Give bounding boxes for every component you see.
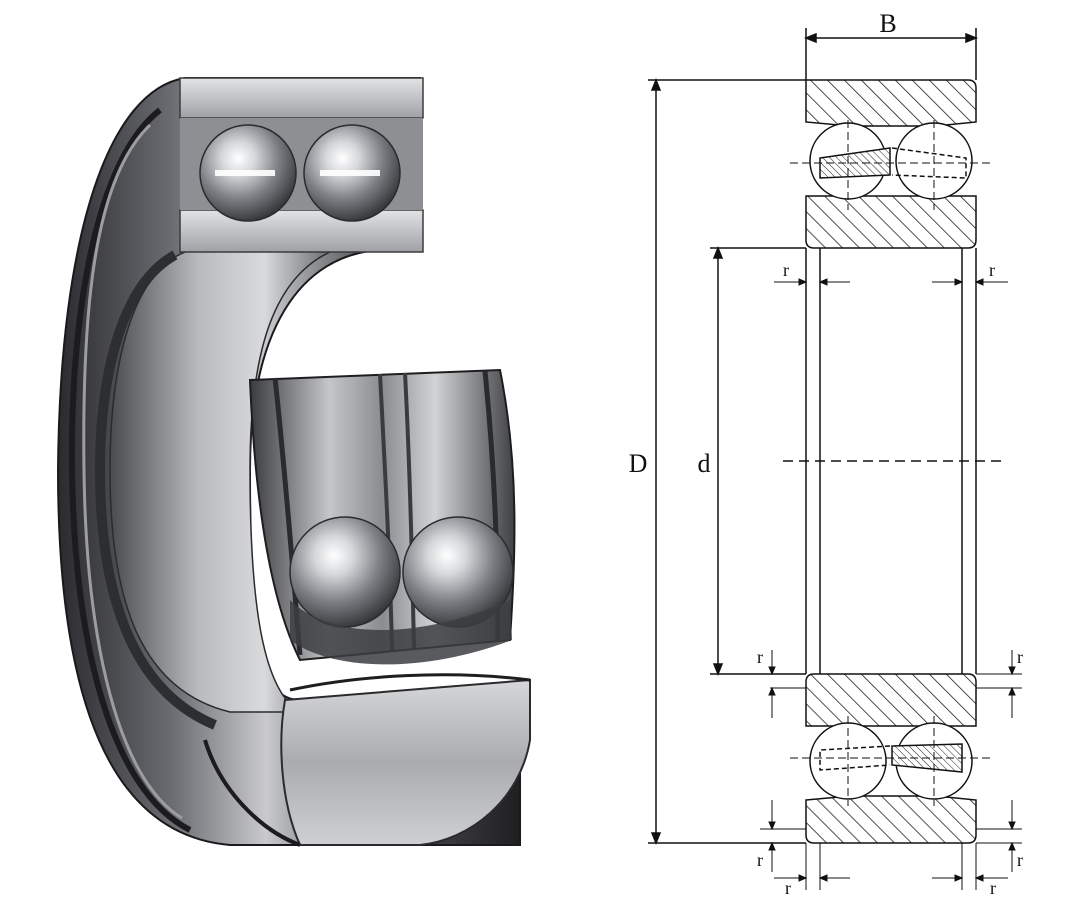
label-r: r bbox=[783, 260, 789, 280]
label-r: r bbox=[990, 878, 996, 898]
lower-ring-section bbox=[280, 678, 531, 846]
chamfer-r-mid-right bbox=[976, 650, 1022, 718]
dimension-labels: B D d r r r r r r r r bbox=[629, 9, 1023, 898]
bore-surface bbox=[109, 249, 331, 713]
label-r: r bbox=[757, 850, 763, 870]
bearing-photo bbox=[56, 77, 531, 847]
upper-ring-section bbox=[179, 77, 424, 119]
chamfer-r-bottom-right-vertical bbox=[976, 800, 1022, 872]
chamfer-r-top-right bbox=[932, 278, 1008, 286]
label-r: r bbox=[785, 878, 791, 898]
label-r: r bbox=[1017, 850, 1023, 870]
chamfer-r-top-left bbox=[774, 278, 850, 286]
label-r: r bbox=[989, 260, 995, 280]
label-B: B bbox=[879, 9, 896, 38]
label-r: r bbox=[757, 647, 763, 667]
chamfer-r-mid-left bbox=[760, 650, 806, 718]
chamfer-r-bottom-left-horizontal bbox=[774, 843, 850, 890]
technical-drawing bbox=[648, 28, 1022, 890]
chamfer-r-bottom-left-vertical bbox=[760, 800, 806, 872]
label-D: D bbox=[629, 449, 648, 478]
dimension-B bbox=[803, 28, 979, 80]
upper-section bbox=[790, 79, 990, 249]
label-r: r bbox=[1017, 647, 1023, 667]
ball bbox=[289, 516, 401, 628]
dimension-D bbox=[648, 77, 806, 846]
label-d: d bbox=[698, 449, 711, 478]
chamfer-r-bottom-right-horizontal bbox=[932, 843, 1008, 890]
lower-section bbox=[790, 673, 990, 844]
